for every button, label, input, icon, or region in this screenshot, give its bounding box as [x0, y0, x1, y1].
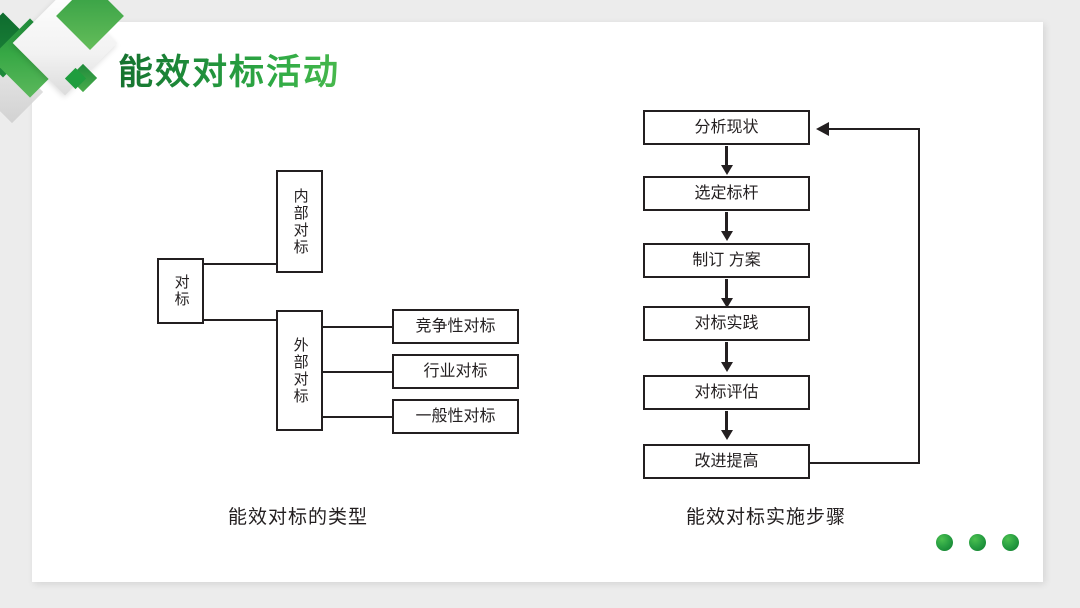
- feedback-loop-right-segment: [918, 128, 920, 464]
- right-diagram-caption: 能效对标实施步骤: [686, 507, 847, 528]
- flow-arrow-1: [725, 146, 728, 166]
- tree-branch-box-internal: 内部对标: [276, 170, 323, 273]
- flow-arrow-5: [725, 411, 728, 431]
- tree-leaf-box-competitive: 竞争性对标: [392, 309, 519, 344]
- flow-arrow-4: [725, 342, 728, 363]
- tree-connector-root-to-internal: [204, 263, 277, 265]
- flow-step-box-2: 选定标杆: [643, 176, 810, 211]
- flow-step-box-3: 制订 方案: [643, 243, 810, 278]
- tree-leaf-box-industry: 行业对标: [392, 354, 519, 389]
- tree-connector-external-to-leaf-3: [322, 416, 393, 418]
- footer-dot-3: [1002, 534, 1019, 551]
- flow-step-box-6: 改进提高: [643, 444, 810, 479]
- feedback-loop-top-segment: [828, 128, 920, 130]
- feedback-loop-bottom-segment: [810, 462, 920, 464]
- tree-root-box: 对标: [157, 258, 204, 324]
- left-diagram-caption: 能效对标的类型: [228, 507, 369, 528]
- tree-connector-external-to-leaf-1: [322, 326, 393, 328]
- tree-branch-box-external: 外部对标: [276, 310, 323, 431]
- tree-connector-root-to-external: [204, 319, 277, 321]
- tree-leaf-box-general: 一般性对标: [392, 399, 519, 434]
- footer-dots: [936, 534, 1019, 551]
- flow-arrow-2: [725, 212, 728, 232]
- page-title: 能效对标活动: [118, 50, 340, 95]
- footer-dot-1: [936, 534, 953, 551]
- flow-step-box-1: 分析现状: [643, 110, 810, 145]
- flow-arrow-3: [725, 279, 728, 299]
- feedback-loop-arrow-head: [816, 122, 829, 136]
- tree-connector-external-to-leaf-2: [322, 371, 393, 373]
- flow-step-box-5: 对标评估: [643, 375, 810, 410]
- flow-step-box-4: 对标实践: [643, 306, 810, 341]
- footer-dot-2: [969, 534, 986, 551]
